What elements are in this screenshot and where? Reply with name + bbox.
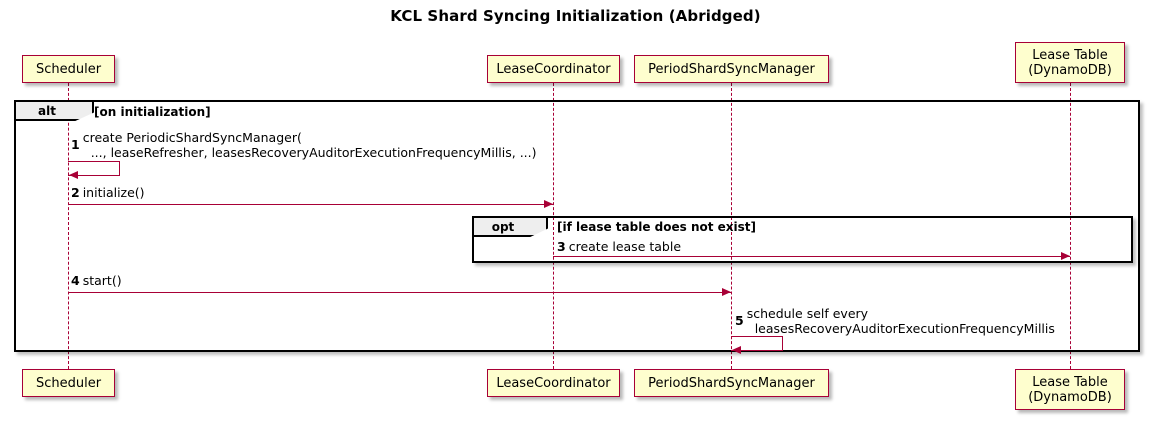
- message-4-text: start(): [82, 273, 122, 288]
- message-2-arrowhead: [544, 200, 553, 208]
- participant-label-line2: (DynamoDB): [1028, 389, 1112, 405]
- alt-fragment-guard: [on initialization]: [94, 105, 211, 119]
- message-1-text-line2: ..., leaseRefresher, leasesRecoveryAudit…: [90, 145, 537, 160]
- participant-syncmanager-top[interactable]: PeriodShardSyncManager: [634, 55, 829, 83]
- message-3-number: 3: [557, 239, 566, 254]
- alt-fragment-tab: alt: [16, 102, 94, 121]
- participant-leasetable-bottom[interactable]: Lease Table (DynamoDB): [1015, 369, 1125, 410]
- participant-scheduler-bottom[interactable]: Scheduler: [22, 369, 115, 397]
- opt-fragment-guard: [if lease table does not exist]: [557, 220, 757, 234]
- participant-coordinator-bottom[interactable]: LeaseCoordinator: [487, 369, 620, 397]
- message-5-self-loop: [731, 336, 783, 351]
- lifeline-syncmanager: [731, 83, 732, 369]
- message-1-arrowhead: [69, 171, 78, 179]
- opt-fragment-tab: opt: [474, 218, 548, 237]
- message-5-number: 5: [735, 312, 744, 328]
- message-1-number: 1: [71, 136, 80, 152]
- participant-leasetable-top[interactable]: Lease Table (DynamoDB): [1015, 42, 1125, 83]
- participant-label: Scheduler: [35, 375, 102, 391]
- lifeline-coordinator: [553, 83, 554, 369]
- alt-fragment-keyword: alt: [38, 103, 56, 118]
- message-1-self-loop: [68, 161, 120, 176]
- participant-label: PeriodShardSyncManager: [648, 61, 815, 77]
- message-5-text-line1: schedule self every: [746, 306, 869, 321]
- message-3-line: [553, 256, 1070, 257]
- message-4-arrowhead: [722, 288, 731, 296]
- participant-scheduler-top[interactable]: Scheduler: [22, 55, 115, 83]
- participant-label: PeriodShardSyncManager: [648, 375, 815, 391]
- participant-label-line2: (DynamoDB): [1028, 62, 1112, 78]
- participant-label: LeaseCoordinator: [496, 375, 611, 391]
- message-4-number: 4: [71, 273, 80, 288]
- participant-label-line1: Lease Table: [1032, 47, 1108, 63]
- message-5-text-line2: leasesRecoveryAuditorExecutionFrequencyM…: [754, 321, 1055, 336]
- message-2-line: [68, 204, 553, 205]
- participant-label: Scheduler: [35, 61, 102, 77]
- message-3-text: create lease table: [568, 239, 682, 254]
- diagram-title: KCL Shard Syncing Initialization (Abridg…: [390, 7, 761, 25]
- message-2-number: 2: [71, 185, 80, 200]
- message-5-arrowhead: [732, 346, 741, 354]
- lifeline-leasetable: [1070, 83, 1071, 369]
- opt-fragment: opt: [472, 216, 1133, 263]
- participant-label-line1: Lease Table: [1032, 374, 1108, 390]
- message-2-text: initialize(): [82, 185, 145, 200]
- message-3-arrowhead: [1061, 252, 1070, 260]
- participant-label: LeaseCoordinator: [496, 61, 611, 77]
- participant-coordinator-top[interactable]: LeaseCoordinator: [487, 55, 620, 83]
- opt-fragment-keyword: opt: [491, 219, 515, 234]
- lifeline-scheduler: [68, 83, 69, 369]
- participant-syncmanager-bottom[interactable]: PeriodShardSyncManager: [634, 369, 829, 397]
- alt-fragment: alt: [14, 100, 1140, 352]
- message-4-line: [68, 292, 731, 293]
- message-1-text-line1: create PeriodicShardSyncManager(: [82, 130, 302, 145]
